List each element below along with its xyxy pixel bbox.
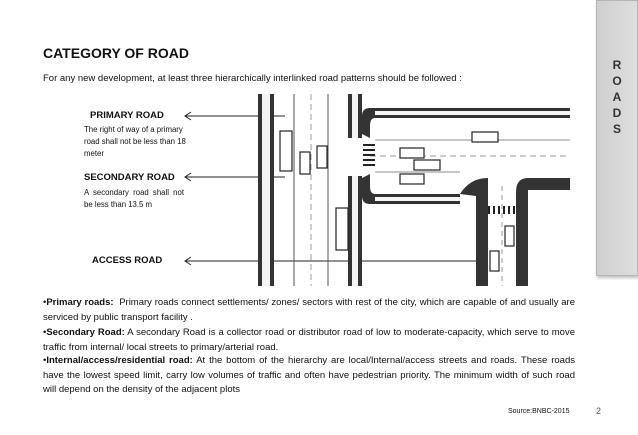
car-icon	[471, 131, 499, 143]
side-letter: R	[612, 58, 622, 72]
primary-arrowhead	[184, 111, 192, 121]
access-road	[460, 178, 570, 286]
page-number: 2	[596, 406, 602, 416]
bus-icon	[335, 207, 349, 251]
secondary-road-label: SECONDARY ROAD	[84, 172, 175, 183]
secondary-road	[362, 108, 570, 204]
primary-road-label: PRIMARY ROAD	[90, 110, 164, 121]
label-arrows	[184, 111, 480, 266]
primary-road	[258, 94, 362, 286]
intro-text: For any new development, at least three …	[43, 73, 462, 84]
car-icon	[413, 159, 441, 171]
bullet-access-road: •Internal/access/residential road: At th…	[43, 355, 575, 396]
side-letter: D	[612, 106, 622, 120]
side-title-panel: R O A D S	[596, 0, 638, 276]
access-road-label: ACCESS ROAD	[92, 255, 163, 266]
slide-title: CATEGORY OF ROAD	[43, 45, 189, 61]
source-citation: Source:BNBC-2015	[508, 408, 570, 415]
car-icon	[489, 250, 500, 272]
side-letter: O	[612, 74, 622, 88]
side-letter: S	[612, 122, 621, 136]
bullet-term: Secondary Road:	[46, 327, 125, 338]
side-letter: A	[612, 90, 622, 104]
bus-icon	[279, 130, 293, 172]
bullet-secondary-road: •Secondary Road: A secondary Road is a c…	[43, 327, 575, 353]
car-icon	[316, 145, 328, 169]
car-icon	[399, 147, 425, 159]
bullet-term: Internal/access/residential road:	[46, 355, 193, 366]
car-icon	[399, 173, 425, 185]
bullet-text: At the bottom of the hierarchy are local…	[43, 355, 575, 396]
car-icon	[299, 151, 311, 175]
road-hierarchy-diagram	[184, 94, 570, 286]
bullet-term: Primary roads:	[46, 297, 114, 308]
bullet-text: A secondary Road is a collector road or …	[43, 327, 575, 353]
bullet-primary-roads: •Primary roads: Primary roads connect se…	[43, 297, 575, 323]
primary-road-description: The right of way of a primary road shall…	[84, 125, 186, 158]
secondary-arrowhead	[184, 172, 192, 182]
car-icon	[504, 225, 515, 247]
side-title-letters: R O A D S	[597, 57, 637, 137]
access-arrowhead	[184, 256, 192, 266]
secondary-road-description: A secondary road shall not be less than …	[84, 188, 184, 209]
bullet-text: Primary roads connect settlements/ zones…	[43, 297, 575, 323]
